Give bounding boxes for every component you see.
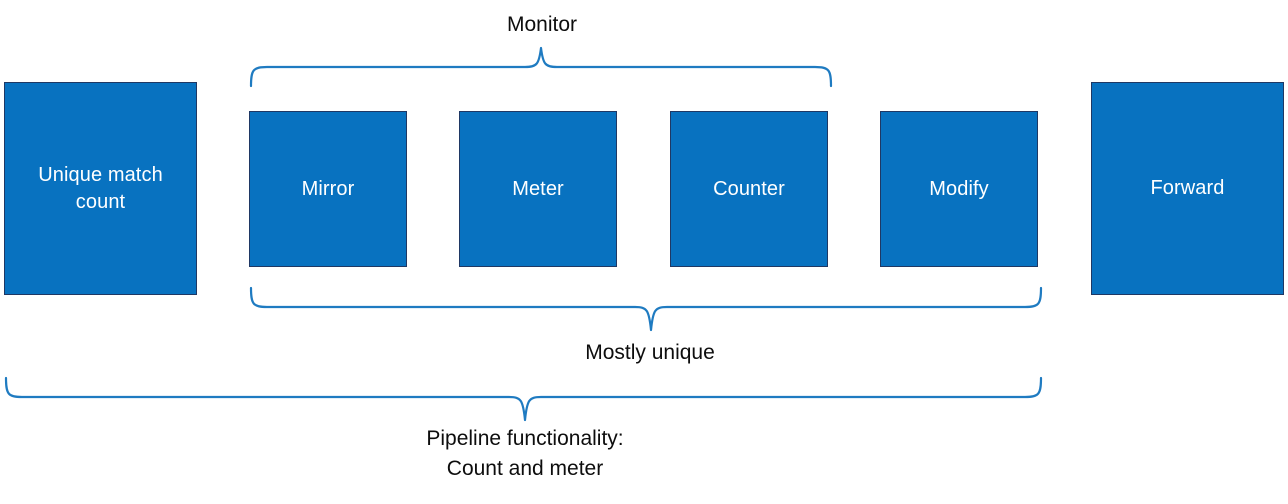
box-forward-label: Forward — [1150, 177, 1225, 199]
box-counter[interactable]: Counter — [670, 111, 828, 267]
box-mirror-label: Mirror — [301, 177, 355, 200]
pipeline-functionality-label: Pipeline functionality: Count and meter — [426, 427, 624, 480]
box-modify-label: Modify — [929, 177, 989, 200]
box-meter-label: Meter — [512, 177, 564, 200]
box-unique-match-count[interactable]: Unique match count — [4, 82, 197, 295]
mostly-unique-brace — [249, 286, 1043, 332]
mostly-unique-label: Mostly unique — [585, 341, 715, 364]
box-forward[interactable]: Forward — [1091, 82, 1284, 295]
box-counter-label: Counter — [713, 177, 785, 200]
box-unique-match-count-label: Unique match count — [38, 163, 163, 213]
monitor-label: Monitor — [506, 13, 578, 36]
box-meter[interactable]: Meter — [459, 111, 617, 267]
box-modify[interactable]: Modify — [880, 111, 1038, 267]
box-mirror[interactable]: Mirror — [249, 111, 407, 267]
monitor-brace — [249, 46, 833, 88]
pipeline-brace — [4, 376, 1043, 422]
